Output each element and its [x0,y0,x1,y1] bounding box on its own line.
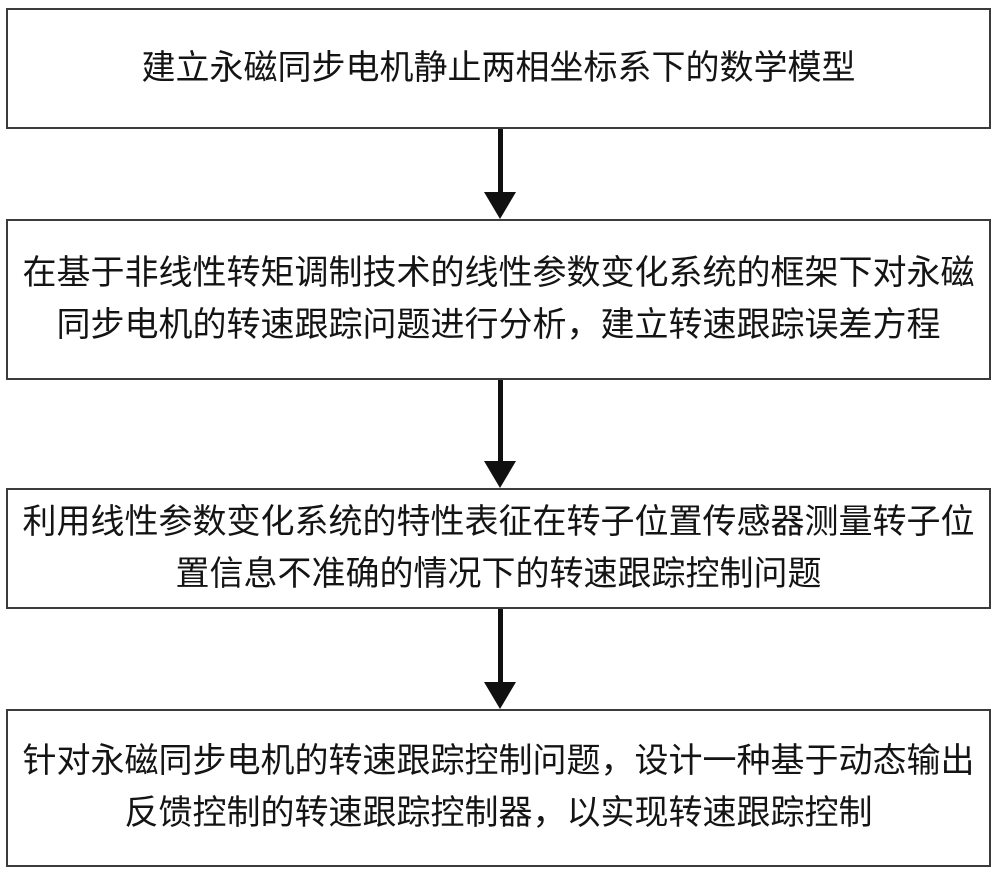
arrow-down-icon [484,682,516,709]
flow-arrow-3 [484,609,516,709]
flow-step-1: 建立永磁同步电机静止两相坐标系下的数学模型 [6,8,991,129]
flow-step-2: 在基于非线性转矩调制技术的线性参数变化系统的框架下对永磁同步电机的转速跟踪问题进… [6,219,991,380]
flow-arrow-2 [484,380,516,488]
flow-arrow-1 [484,129,516,219]
flow-step-1-text: 建立永磁同步电机静止两相坐标系下的数学模型 [141,49,856,87]
flow-step-3-text: 利用线性参数变化系统的特性表征在转子位置传感器测量转子位置信息不准确的情况下的转… [22,503,975,593]
arrow-stem [497,609,503,682]
flow-step-4-text: 针对永磁同步电机的转速跟踪控制问题，设计一种基于动态输出反馈控制的转速跟踪控制器… [22,743,975,832]
flow-step-4: 针对永磁同步电机的转速跟踪控制问题，设计一种基于动态输出反馈控制的转速跟踪控制器… [6,709,991,867]
arrow-down-icon [484,192,516,219]
arrow-down-icon [484,461,516,488]
flow-step-2-text: 在基于非线性转矩调制技术的线性参数变化系统的框架下对永磁同步电机的转速跟踪问题进… [22,254,975,344]
arrow-stem [497,380,503,461]
arrow-stem [497,129,503,192]
flow-step-3: 利用线性参数变化系统的特性表征在转子位置传感器测量转子位置信息不准确的情况下的转… [6,488,991,609]
